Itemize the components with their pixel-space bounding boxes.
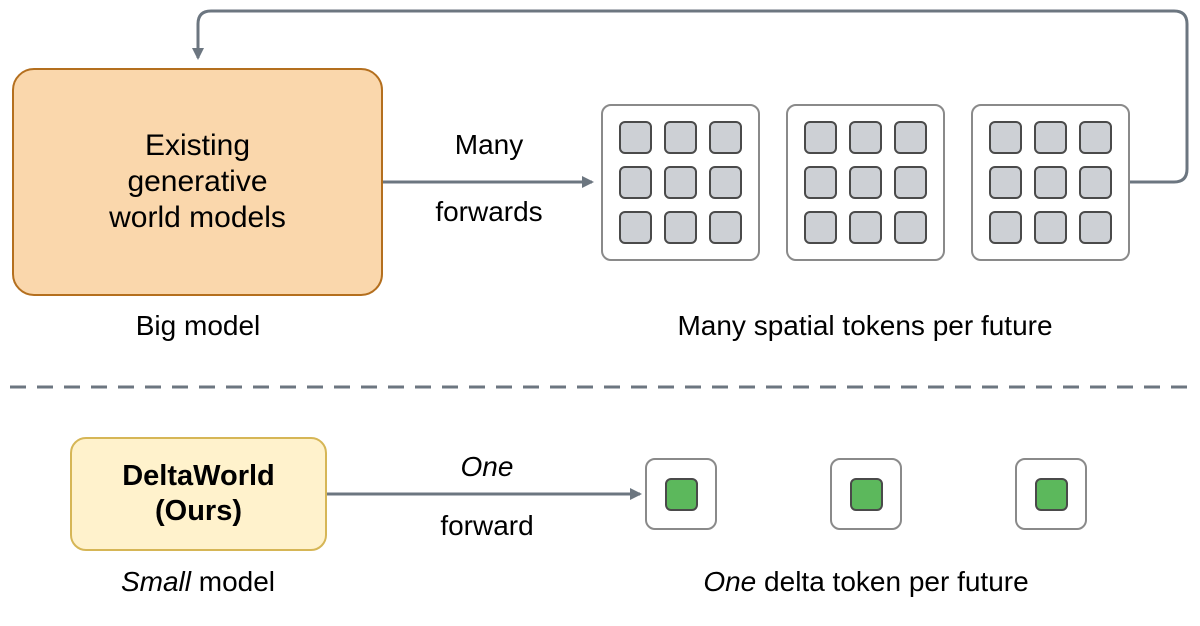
spatial-token [619, 211, 652, 244]
spatial-token [894, 166, 927, 199]
spatial-token [1034, 121, 1067, 154]
deltaworld-title: DeltaWorld (Ours) [122, 460, 275, 527]
spatial-token [894, 211, 927, 244]
delta-tile [645, 458, 717, 530]
spatial-token [804, 211, 837, 244]
big-model-title: Existing generative world models [109, 129, 286, 234]
spatial-token [709, 211, 742, 244]
spatial-token [664, 121, 697, 154]
spatial-token [849, 121, 882, 154]
spatial-token [804, 121, 837, 154]
spatial-tokens-caption: Many spatial tokens per future [677, 310, 1053, 341]
spatial-tile [786, 104, 945, 261]
forward-label: forward [440, 510, 534, 541]
deltaworld-box: DeltaWorld (Ours) [70, 437, 327, 551]
many-label: Many [454, 129, 524, 160]
delta-tokens-rest: delta token per future [756, 566, 1029, 597]
spatial-token [1034, 166, 1067, 199]
spatial-token [849, 166, 882, 199]
big-model-caption: Big model [135, 310, 261, 341]
delta-token [1034, 477, 1068, 511]
delta-token [664, 477, 698, 511]
delta-tokens-caption: One delta token per future [703, 566, 1028, 598]
spatial-token [989, 121, 1022, 154]
spatial-token [894, 121, 927, 154]
spatial-token [804, 166, 837, 199]
spatial-token [709, 121, 742, 154]
spatial-token [1079, 166, 1112, 199]
big-model-box: Existing generative world models [12, 68, 383, 296]
delta-tile [1015, 458, 1087, 530]
spatial-token [664, 166, 697, 199]
delta-token [849, 477, 883, 511]
spatial-token [619, 121, 652, 154]
spatial-token [619, 166, 652, 199]
one-label: One [460, 451, 514, 482]
spatial-token [989, 166, 1022, 199]
spatial-token [989, 211, 1022, 244]
feedback-loop-arrow [192, 9, 1189, 184]
spatial-tile [971, 104, 1130, 261]
spatial-token [709, 166, 742, 199]
forwards-label: forwards [435, 196, 543, 227]
one-emphasis: One [703, 566, 757, 597]
spatial-token [849, 211, 882, 244]
small-model-rest: model [190, 566, 276, 597]
spatial-token [1034, 211, 1067, 244]
small-model-caption: Small model [121, 566, 275, 598]
small-emphasis: Small [120, 566, 191, 597]
spatial-token [1079, 121, 1112, 154]
spatial-token [664, 211, 697, 244]
spatial-token [1079, 211, 1112, 244]
spatial-tile [601, 104, 760, 261]
delta-tile [830, 458, 902, 530]
